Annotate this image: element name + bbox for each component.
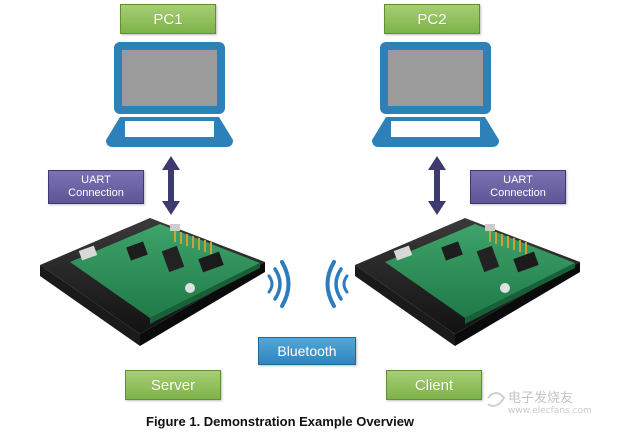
bluetooth-label-text: Bluetooth xyxy=(277,343,337,359)
uart-right-line1: UART xyxy=(503,174,533,186)
wireless-wave-icon-right xyxy=(325,260,349,308)
laptop-icon-pc1 xyxy=(106,42,233,147)
uart-connection-label-right: UART Connection xyxy=(470,170,566,204)
server-label: Server xyxy=(125,370,221,400)
uart-left-line1: UART xyxy=(81,174,111,186)
client-board-image xyxy=(355,218,580,346)
double-arrow-icon-left xyxy=(162,156,180,215)
bluetooth-label: Bluetooth xyxy=(258,337,356,365)
double-arrow-icon-right xyxy=(428,156,446,215)
laptop-icon-pc2 xyxy=(372,42,499,147)
uart-right-line2: Connection xyxy=(490,187,546,199)
pc2-label-text: PC2 xyxy=(417,10,447,28)
uart-left-line2: Connection xyxy=(68,187,124,199)
watermark: 电子发烧友 www.elecfans.com xyxy=(508,392,592,418)
client-label-text: Client xyxy=(414,376,454,394)
client-label: Client xyxy=(386,370,482,400)
figure-caption-text: Figure 1. Demonstration Example Overview xyxy=(146,414,415,429)
server-label-text: Server xyxy=(150,376,196,394)
watermark-site: www.elecfans.com xyxy=(508,406,592,416)
uart-connection-label-left: UART Connection xyxy=(48,170,144,204)
pc2-label: PC2 xyxy=(384,4,480,34)
watermark-text: 电子发烧友 xyxy=(508,391,574,406)
server-board-image xyxy=(40,218,265,346)
figure-caption: Figure 1. Demonstration Example Overview xyxy=(146,414,414,429)
pc1-label: PC1 xyxy=(120,4,216,34)
pc1-label-text: PC1 xyxy=(153,10,183,28)
watermark-logo-icon xyxy=(487,392,506,407)
wireless-wave-icon-left xyxy=(267,260,291,308)
